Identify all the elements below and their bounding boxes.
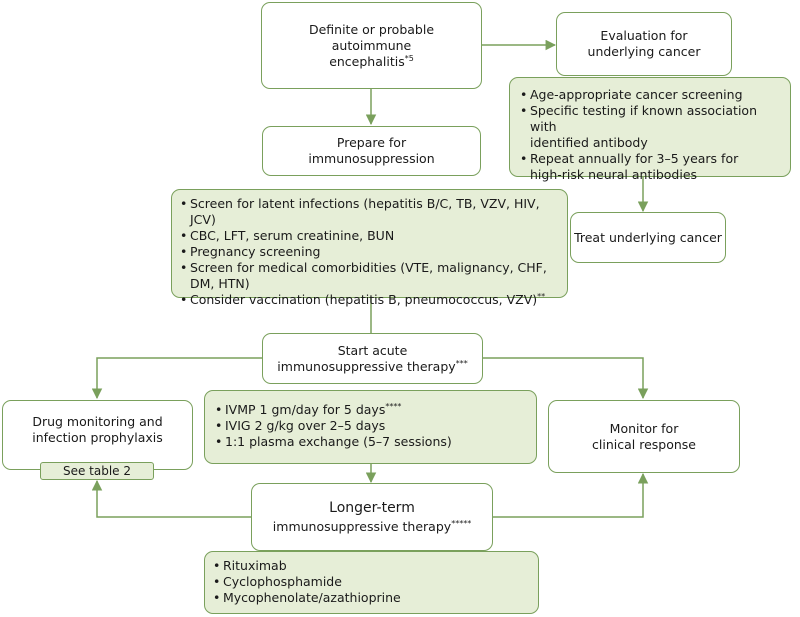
acute-option-item: IVMP 1 gm/day for 5 days****	[215, 402, 530, 418]
longer-option-item: Rituximab	[213, 558, 532, 574]
cancer-screening-list: Age-appropriate cancer screening Specifi…	[520, 87, 782, 183]
evaluation-box: Evaluation for underlying cancer	[556, 12, 732, 76]
see-table-tab[interactable]: See table 2	[40, 462, 154, 480]
longer-option-item: Cyclophosphamide	[213, 574, 532, 590]
treat-cancer-box: Treat underlying cancer	[570, 212, 726, 263]
arrow-longer-to-monitor	[492, 472, 649, 518]
arrow-acute-to-monitor	[483, 357, 649, 400]
acute-options-list: IVMP 1 gm/day for 5 days**** IVIG 2 g/kg…	[215, 402, 530, 450]
prepare-box: Prepare for immunosuppression	[262, 126, 481, 176]
pre-therapy-item: Consider vaccination (hepatitis B, pneum…	[180, 292, 561, 308]
drug-monitoring-text: Drug monitoring and infection prophylaxi…	[32, 414, 163, 445]
pre-therapy-list: Screen for latent infections (hepatitis …	[180, 196, 561, 308]
vaccination-footnote-marker: **	[537, 292, 546, 301]
pre-therapy-item: Screen for latent infections (hepatitis …	[180, 196, 561, 228]
acute-option-item-text: IVMP 1 gm/day for 5 days	[225, 402, 386, 417]
pre-therapy-item: Screen for medical comorbidities (VTE, m…	[180, 260, 561, 292]
pre-therapy-box: Screen for latent infections (hepatitis …	[171, 189, 568, 308]
cancer-screening-box: Age-appropriate cancer screening Specifi…	[509, 77, 791, 182]
longer-term-footnote-marker: *****	[451, 519, 472, 528]
longer-option-item: Mycophenolate/azathioprine	[213, 590, 532, 606]
monitor-box: Monitor for clinical response	[548, 400, 740, 473]
screening-item: Specific testing if known association wi…	[520, 103, 782, 151]
pre-therapy-item: Pregnancy screening	[180, 244, 561, 260]
acute-footnote-marker: ***	[455, 358, 468, 368]
pre-therapy-item-text: Consider vaccination (hepatitis B, pneum…	[190, 292, 538, 307]
acute-therapy-text: Start acute immunosuppressive therapy	[277, 342, 456, 374]
acute-option-item: 1:1 plasma exchange (5–7 sessions)	[215, 434, 530, 450]
acute-therapy-box: Start acute immunosuppressive therapy***	[262, 333, 483, 384]
diagnosis-footnote-marker: *5	[404, 53, 414, 63]
screening-item: Repeat annually for 3–5 years for high-r…	[520, 151, 782, 183]
pre-therapy-item: CBC, LFT, serum creatinine, BUN	[180, 228, 561, 244]
diagnosis-box: Definite or probable autoimmune encephal…	[261, 2, 482, 89]
drug-monitoring-box: Drug monitoring and infection prophylaxi…	[2, 400, 193, 470]
screening-item: Age-appropriate cancer screening	[520, 87, 782, 103]
longer-options-box: Rituximab Cyclophosphamide Mycophenolate…	[204, 551, 539, 614]
acute-option-item: IVIG 2 g/kg over 2–5 days	[215, 418, 530, 434]
longer-term-text: immunosuppressive therapy	[272, 519, 452, 534]
arrow-acute-to-drug-monitoring	[91, 357, 262, 400]
treat-cancer-text: Treat underlying cancer	[574, 229, 722, 245]
longer-term-title: Longer-term	[329, 500, 415, 516]
arrow-longer-to-drug-monitoring	[91, 479, 251, 518]
ivmp-footnote-marker: ****	[385, 402, 402, 411]
longer-options-list: Rituximab Cyclophosphamide Mycophenolate…	[213, 558, 532, 606]
evaluation-text: Evaluation for underlying cancer	[587, 28, 701, 59]
prepare-text: Prepare for immunosuppression	[308, 135, 435, 166]
diagnosis-text: Definite or probable autoimmune encephal…	[308, 21, 435, 69]
acute-options-box: IVMP 1 gm/day for 5 days**** IVIG 2 g/kg…	[204, 390, 537, 464]
longer-term-box: Longer-term immunosuppressive therapy***…	[251, 483, 493, 551]
monitor-text: Monitor for clinical response	[592, 420, 696, 452]
see-table-label: See table 2	[62, 464, 132, 478]
